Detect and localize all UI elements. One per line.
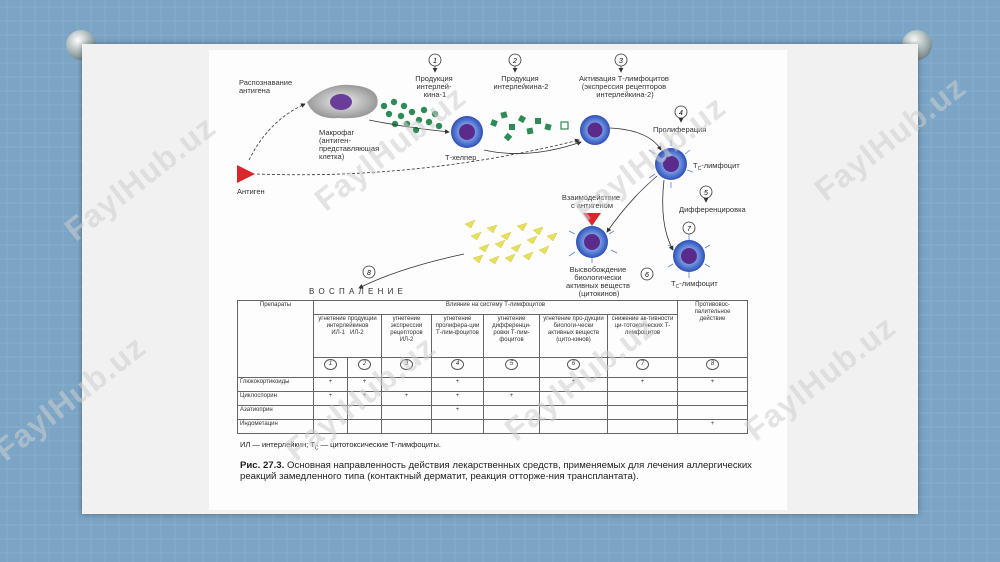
header-influence: Влияние на систему Т-лимфоцитов	[313, 300, 678, 315]
arrow-tcell-to-tc	[609, 127, 662, 151]
arrow-to-inflammation	[358, 253, 465, 289]
abbreviation-note: ИЛ — интерлейкин; TC — цитотоксические Т…	[240, 440, 441, 452]
step-7: 7	[682, 221, 696, 235]
table-row: Азатиоприн +	[237, 404, 748, 420]
tc-lymphocyte-2: TC-лимфоцит	[667, 234, 718, 290]
arrow-macrophage-to-thelper	[368, 119, 450, 134]
subheader-3: угнетение пролифера-ции Т-лим-фоцитов	[431, 313, 484, 359]
interleukin-2-squares	[490, 111, 552, 142]
step-1: 1 Продукция интерлей- кина-1	[415, 53, 455, 99]
svg-text:Активация Т-лимфоцитов (: Активация Т-лимфоцитов (экспрессия рецеп…	[579, 74, 671, 99]
svg-text:Продукция интерлей-: Продукция интерлей- кина-1	[415, 74, 455, 99]
arrow-tc-to-tc2	[662, 179, 674, 251]
svg-text:Продукция интерлейкина-2: Продукция интерлейкина-2	[494, 74, 549, 91]
svg-text:2: 2	[512, 58, 517, 65]
table-row: Индометацин +	[237, 418, 748, 435]
activated-t-nucleus	[587, 122, 603, 138]
svg-text:4: 4	[679, 110, 683, 117]
svg-text:7: 7	[687, 226, 692, 233]
step-3: 3 Активация Т-лимфоцитов (экспрессия рец…	[579, 53, 671, 99]
step-2: 2 Продукция интерлейкина-2	[494, 53, 549, 91]
drug-effects-table: Препараты Влияние на систему Т-лимфоцито…	[237, 299, 748, 435]
svg-text:6: 6	[645, 272, 649, 279]
macrophage-nucleus	[330, 94, 352, 110]
t-helper-nucleus	[459, 124, 475, 140]
svg-text:5: 5	[704, 190, 708, 197]
table-row: Глюкокортикоиды ++ ++ ++	[237, 376, 748, 392]
macrophage-label: Макрофаг (антиген- представляющая клетка…	[319, 128, 381, 161]
svg-text:TC-лимфоцит: TC-лимфоцит	[671, 279, 718, 290]
svg-text:1: 1	[433, 58, 437, 65]
subheader-6: снижение ак-тивности ци-тотоксических Т-…	[607, 313, 678, 359]
release-label: Высвобождение биологически активных веще…	[566, 265, 632, 298]
step-4: 4 Пролиферация	[653, 105, 706, 134]
arrow-tc-to-effector	[606, 175, 658, 233]
number-row: 1 2 3 4 5 6 7 8	[238, 357, 748, 378]
svg-text:TC-лимфоцит: TC-лимфоцит	[693, 161, 740, 172]
interaction-label: Взаимодействие с антигеном	[562, 193, 622, 210]
recognition-label: Распознавание антигена	[239, 78, 294, 95]
immune-response-scheme: Распознавание антигена Макрофаг (антиген…	[237, 53, 747, 298]
svg-text:Дифференцировка: Дифференцировка	[679, 205, 747, 214]
figure-caption: Рис. 27.3. Основная направленность дейст…	[240, 460, 752, 482]
effector-t-cell	[568, 224, 618, 263]
table-row: Циклоспорин +++ ++	[237, 390, 748, 406]
subheader-2: угнетение экспрессии рецепторов ИЛ-2	[381, 313, 432, 359]
step-5: 5 Дифференцировка	[679, 185, 747, 214]
antigen-triangle	[237, 165, 255, 183]
il2-receptor	[560, 121, 569, 130]
svg-text:3: 3	[619, 58, 623, 65]
inflammation-label: В О С П А Л Е Н И Е	[309, 287, 404, 296]
t-helper-label: Т-хелпер	[445, 153, 476, 162]
antigen-label: Антиген	[237, 187, 265, 196]
subheader-5: угнетение про-дукции биологи-чески актив…	[539, 313, 608, 359]
arrow-antigen-to-tcell	[256, 138, 580, 176]
svg-text:Пролиферация: Пролиферация	[653, 125, 706, 134]
subheader-4: угнетение дифференци-ровки Т-лим-фоцитов	[483, 313, 540, 359]
interleukin-1-granules	[380, 98, 443, 134]
step-6: 6	[640, 267, 654, 281]
antigen-triangle-center	[583, 213, 601, 226]
cytokine-triangles	[464, 219, 558, 265]
tc-lymphocyte-1: TC-лимфоцит	[648, 140, 740, 188]
arrow-antigen-to-macrophage	[248, 103, 306, 161]
svg-text:8: 8	[367, 270, 371, 277]
header-drugs: Препараты	[237, 300, 314, 378]
arrow-thelper-to-tcell	[483, 141, 582, 154]
step-8: 8	[362, 265, 376, 279]
